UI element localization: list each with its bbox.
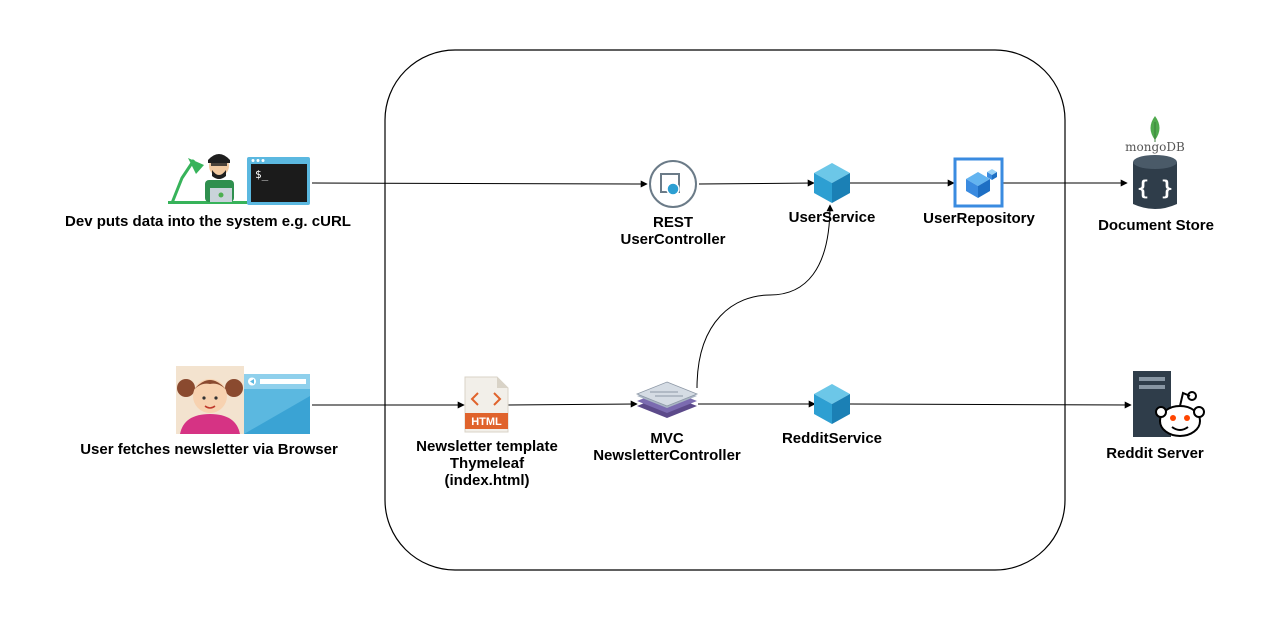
terminal-icon: $_ [247,157,310,205]
mvc-controller-label-line1: MVC [650,430,684,447]
connectors [311,179,1132,409]
edge-redditservice-to-reddit [848,401,1132,409]
html-file-icon: HTML [464,376,509,433]
user-label-text: User fetches newsletter via Browser [80,441,338,458]
html-file-icon-text: HTML [471,416,502,428]
application-boundary [384,49,1066,571]
template-label: Newsletter template Thymeleaf (index.htm… [400,438,574,489]
rest-controller-label: REST UserController [598,214,748,248]
user-repository-icon [953,157,1004,208]
svg-text:{ }: { } [1137,176,1173,200]
reddit-service-label-text: RedditService [781,430,883,447]
template-label-line2: Thymeleaf [449,455,525,472]
user-service-label-text: UserService [788,209,876,226]
rest-endpoint-icon [649,160,697,208]
document-store-label-text: Document Store [1098,217,1214,234]
template-label-line3: (index.html) [444,472,530,489]
reddit-server-label-text: Reddit Server [1106,445,1204,462]
template-label-line1: Newsletter template [416,438,558,455]
edge-dev-to-rest [311,180,648,188]
reddit-alien-icon [1155,391,1205,437]
reddit-server-icon [1133,371,1171,437]
edge-template-to-mvc [507,400,638,408]
browser-icon [244,374,310,434]
mvc-layers-icon [635,381,699,418]
edge-mvc-to-userservice [696,204,834,389]
terminal-prompt: $_ [255,168,269,181]
dev-label-text: Dev puts data into the system e.g. cURL [65,213,351,230]
reddit-service-cube-icon [814,384,850,424]
user-service-cube-icon [814,163,850,203]
dev-label: Dev puts data into the system e.g. cURL [50,213,366,230]
document-store-database-icon: { } [1133,155,1177,209]
user-repository-label-text: UserRepository [923,210,1035,227]
mvc-controller-label-line2: NewsletterController [593,447,741,464]
reddit-server-label: Reddit Server [1090,445,1220,462]
mongodb-logo-text: mongoDB [1125,140,1185,154]
mvc-controller-label: MVC NewsletterController [578,430,756,464]
rest-controller-label-line1: REST [652,214,693,231]
mongodb-leaf-icon [1150,116,1160,142]
reddit-service-label: RedditService [764,430,900,447]
developer-icon [168,154,248,204]
user-label: User fetches newsletter via Browser [66,441,352,458]
user-avatar-icon [176,366,244,434]
edge-rest-to-userservice [698,179,815,187]
rest-controller-label-line2: UserController [620,231,726,248]
document-store-label: Document Store [1085,217,1227,234]
user-repository-label: UserRepository [909,210,1049,227]
user-service-label: UserService [770,209,894,226]
